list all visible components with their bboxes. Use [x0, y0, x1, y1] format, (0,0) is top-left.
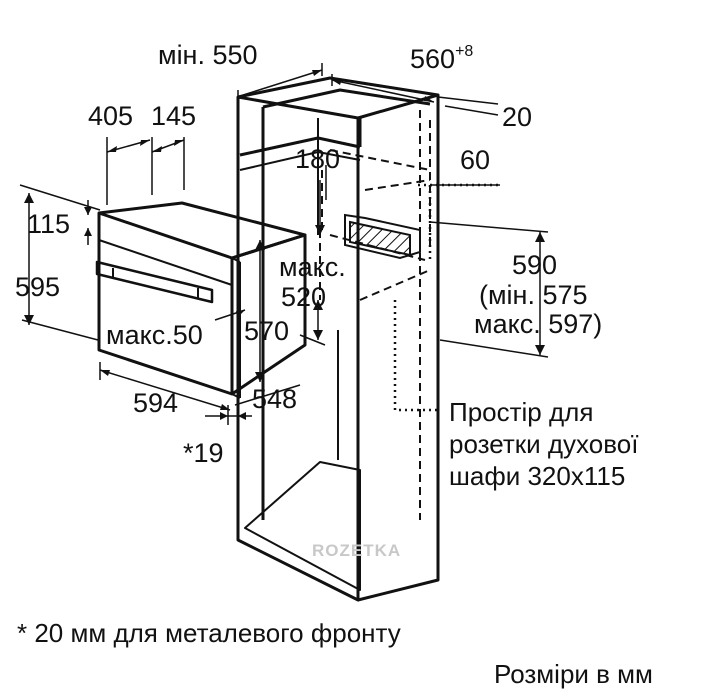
label-19: *19	[183, 438, 224, 468]
socket-box	[344, 213, 421, 260]
label-405: 405	[88, 101, 134, 131]
label-595: 595	[15, 272, 61, 302]
units-note: Розміри в мм	[494, 659, 653, 689]
label-590: 590	[512, 250, 558, 280]
label-115: 115	[27, 209, 71, 239]
footnote: * 20 мм для металевого фронту	[17, 618, 401, 648]
label-max-520-line2: 520	[281, 282, 327, 312]
label-570: 570	[244, 316, 290, 346]
socket-note-line3: шафи 320x115	[449, 461, 626, 491]
label-20: 20	[502, 102, 533, 132]
label-590-max: макс. 597)	[474, 309, 603, 339]
label-max-50: макс.50	[106, 320, 203, 350]
label-max-520-line1: макс.	[279, 252, 346, 282]
cabinet	[236, 76, 440, 602]
label-594: 594	[133, 388, 179, 418]
watermark-logo: ROZETKA	[312, 541, 402, 560]
label-560-tolerance: +8	[455, 43, 474, 60]
arrow-heads	[24, 70, 545, 420]
socket-note-line1: Простір для	[449, 397, 594, 427]
label-145: 145	[151, 101, 197, 131]
label-590-min: (мін. 575	[479, 280, 588, 310]
label-548: 548	[252, 384, 298, 414]
label-560-value: 560	[410, 44, 456, 74]
socket-note-line2: розетки духової	[449, 429, 639, 459]
oven	[95, 201, 307, 399]
label-180: 180	[295, 144, 341, 174]
dimension-lines	[19, 63, 549, 425]
label-60: 60	[460, 145, 491, 175]
label-560: 560+8	[410, 43, 474, 74]
label-min-550: мін. 550	[158, 40, 258, 70]
